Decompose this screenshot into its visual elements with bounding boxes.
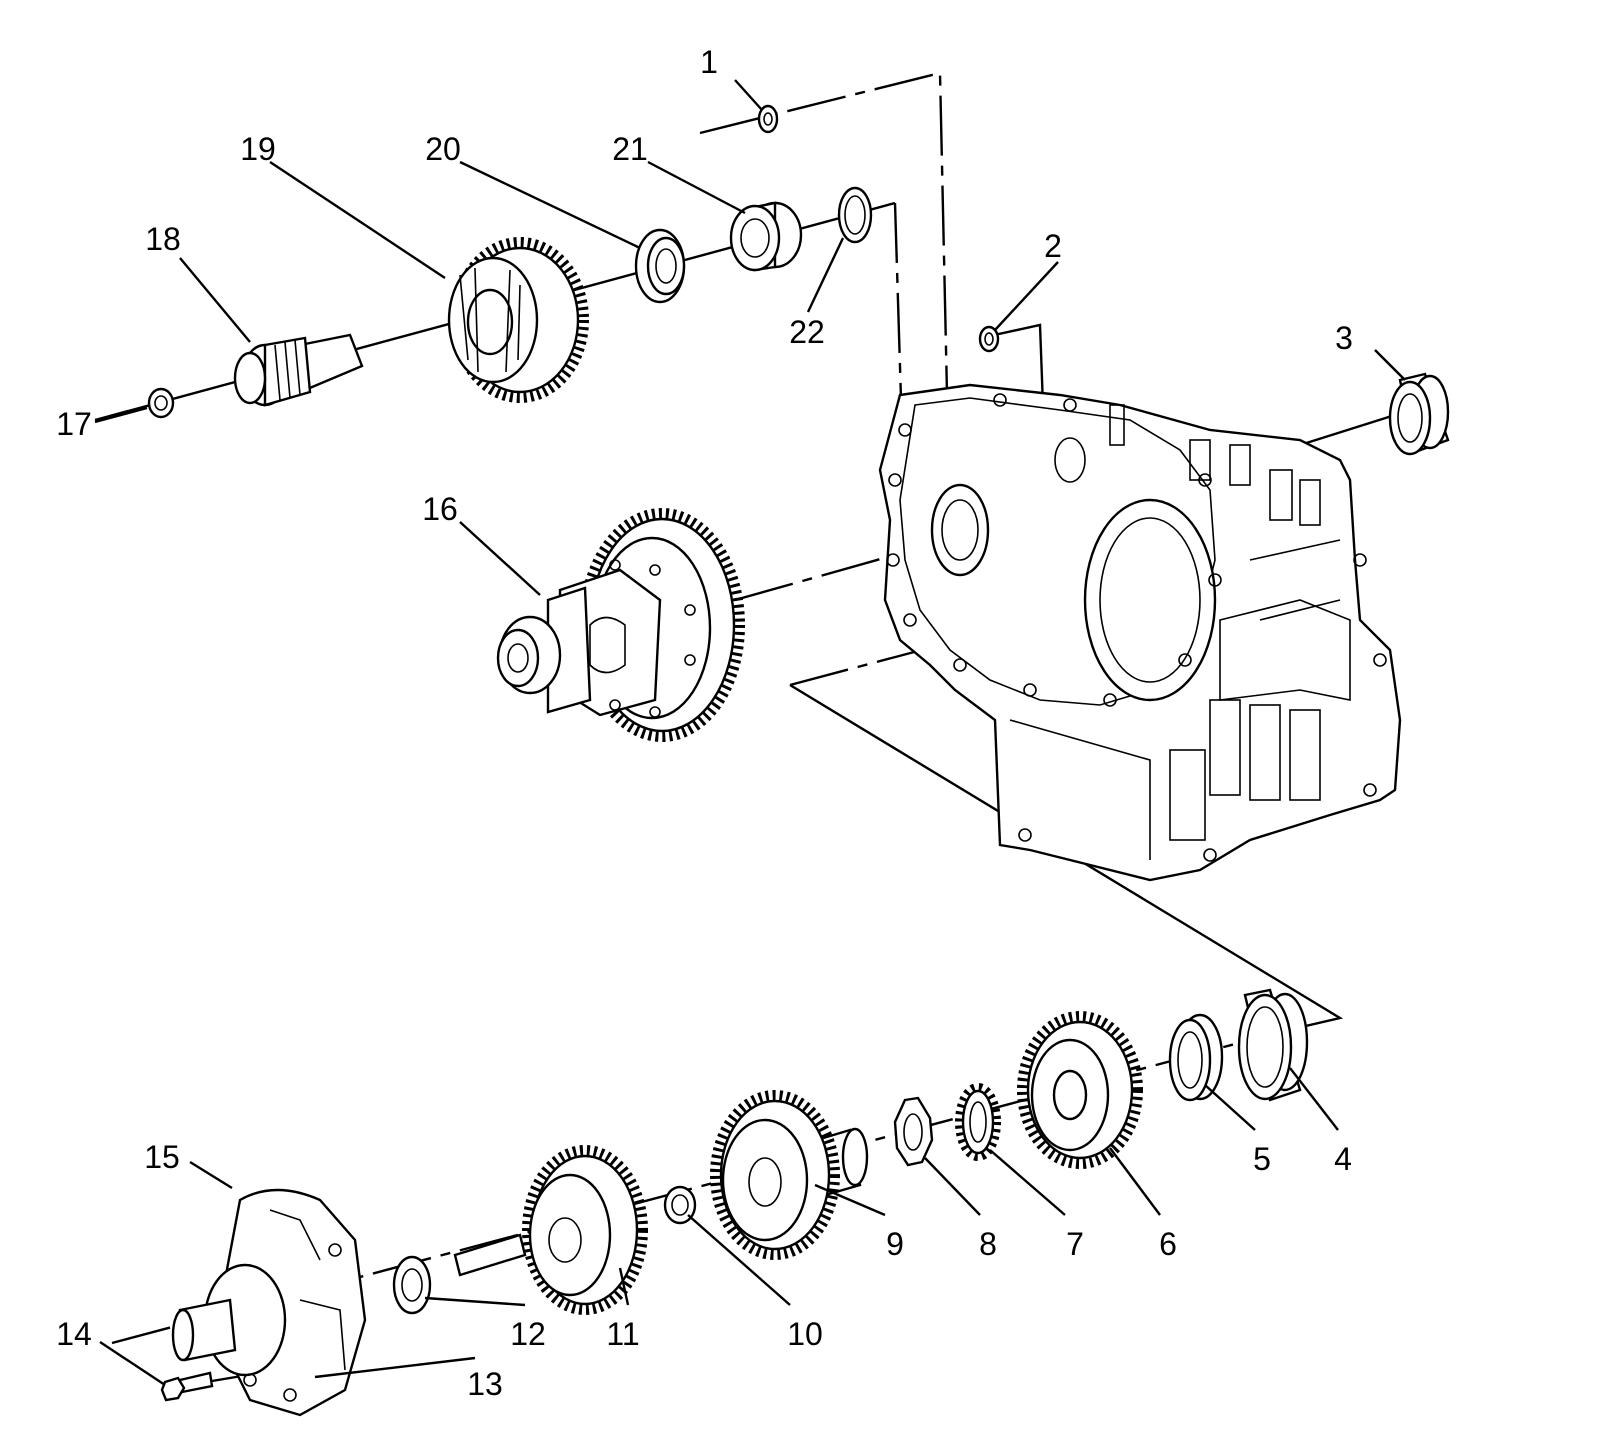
part-4-cup [1237,988,1309,1102]
part-15-cover [171,1188,367,1417]
part-21-bearing [729,201,803,272]
part-9-gear-shaft [710,1090,869,1260]
callout-labels: 1 2 3 4 5 6 7 8 9 10 11 12 13 14 15 16 1… [56,44,1353,1402]
callout-19: 19 [240,131,276,167]
part-8-nut [893,1096,934,1167]
part-14-bolt [160,1371,214,1402]
callout-1: 1 [700,44,718,80]
callout-5: 5 [1253,1141,1271,1177]
callout-18: 18 [145,221,181,257]
part-2-seal [978,325,1000,353]
part-10-seal [663,1185,697,1225]
callout-2: 2 [1044,228,1062,264]
part-5-bearing [1168,1013,1224,1102]
part-17-ring [147,387,175,419]
part-20-seal [634,228,686,304]
transaxle-case [878,383,1402,882]
part-12-seal [392,1255,432,1315]
part-16-differential [496,508,745,742]
callout-4: 4 [1334,1141,1352,1177]
callout-16: 16 [422,491,458,527]
callout-10: 10 [787,1316,823,1352]
part-6-gear [1017,1011,1143,1169]
callout-20: 20 [425,131,461,167]
callout-9: 9 [886,1226,904,1262]
callout-11: 11 [606,1316,639,1352]
callout-7: 7 [1066,1226,1084,1262]
part-18-pinion [233,333,364,407]
part-1-seal [757,104,779,134]
callout-17: 17 [56,406,92,442]
part-19-gear [447,237,589,403]
callout-12: 12 [510,1316,546,1352]
callout-6: 6 [1159,1226,1177,1262]
callout-3: 3 [1335,320,1353,356]
part-3-cup [1388,372,1450,456]
part-11-gear-shaft [453,1145,648,1315]
callout-15: 15 [144,1139,180,1175]
leader-lines [94,79,1406,1387]
callout-14: 14 [56,1316,92,1352]
part-22-shim [837,186,873,244]
part-7-ring [955,1083,1001,1161]
callout-8: 8 [979,1226,997,1262]
callout-22: 22 [789,314,825,350]
callout-13: 13 [467,1366,503,1402]
callout-21: 21 [612,131,648,167]
